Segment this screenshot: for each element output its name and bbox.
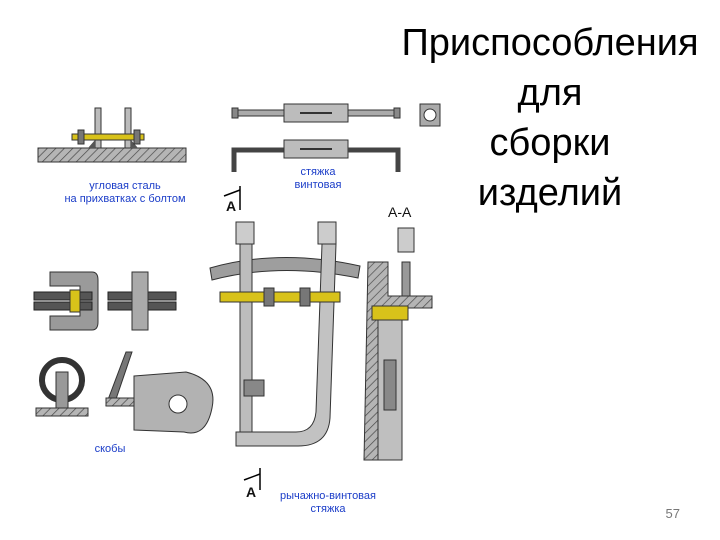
title-line-4: изделий <box>477 172 623 214</box>
screw-tie-fixture <box>231 103 441 172</box>
brackets-caption: скобы <box>80 443 140 456</box>
section-label-a-a: А-А <box>388 204 412 220</box>
angle-steel-caption: угловая сталь на прихватках с болтом <box>40 180 210 206</box>
lever-screw-tie-fixture <box>209 186 361 490</box>
angle-steel-fixture <box>37 107 187 163</box>
brackets-caption-text: скобы <box>94 443 126 455</box>
angle-steel-caption-line-2: на прихватках с болтом <box>64 193 186 205</box>
title-line-3: сборки <box>489 122 611 164</box>
section-mark-a-top: А <box>226 198 237 214</box>
screw-tie-caption: стяжка винтовая <box>280 166 356 192</box>
angle-steel-caption-line-1: угловая сталь <box>89 180 161 192</box>
title-line-1: Приспособления <box>401 22 699 64</box>
screw-tie-caption-line-1: стяжка <box>300 166 336 178</box>
title-line-2: для <box>517 72 583 114</box>
lever-screw-tie-caption-line-2: стяжка <box>310 503 346 515</box>
section-a-a-drawing <box>363 227 433 461</box>
page-number: 57 <box>665 506 680 521</box>
section-mark-a-bottom: А <box>246 484 257 500</box>
screw-tie-caption-line-2: винтовая <box>294 179 342 191</box>
lever-screw-tie-caption: рычажно-винтовая стяжка <box>268 490 388 516</box>
slide-title: Приспособления для сборки изделий <box>380 18 720 218</box>
lever-screw-tie-caption-line-1: рычажно-винтовая <box>280 490 376 502</box>
brackets-fixture <box>33 271 214 434</box>
